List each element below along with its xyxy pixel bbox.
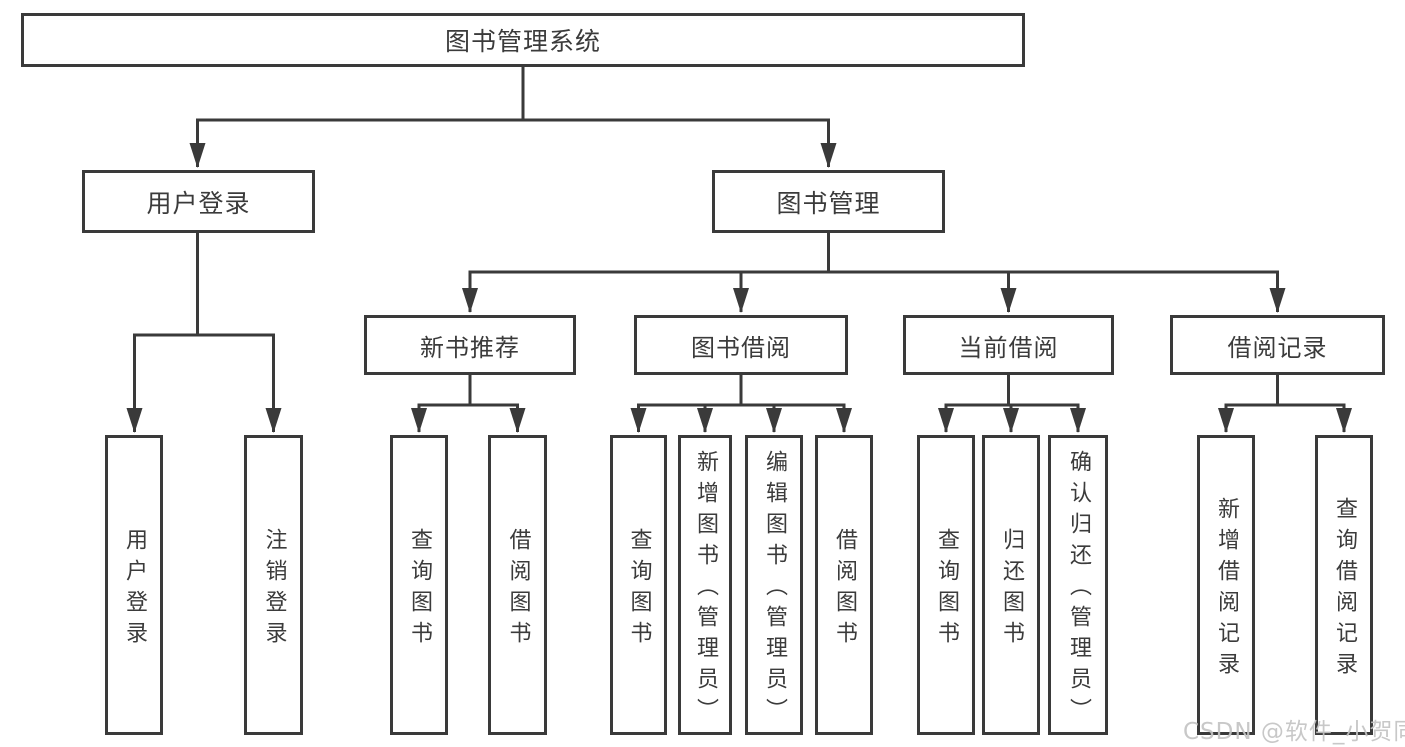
node-leaf-bb-borrow-books-label: 借阅图书 bbox=[832, 527, 857, 652]
node-leaf-bb-add-books-admin-label: 新增图书（管理员） bbox=[693, 450, 718, 729]
node-current-borrowing: 当前借阅 bbox=[903, 315, 1114, 375]
node-leaf-bb-borrow-books: 借阅图书 bbox=[815, 435, 873, 735]
node-leaf-cb-return-books: 归还图书 bbox=[982, 435, 1040, 735]
connector-user-login-to-leaves bbox=[126, 233, 282, 433]
node-leaf-br-add-record: 新增借阅记录 bbox=[1197, 435, 1255, 735]
connector-current-borrow-to-leaves bbox=[938, 375, 1086, 433]
connector-book-management-to-level3 bbox=[462, 233, 1286, 313]
node-leaf-bb-add-books-admin: 新增图书（管理员） bbox=[678, 435, 732, 735]
node-leaf-bb-edit-books-admin-label: 编辑图书（管理员） bbox=[762, 450, 787, 729]
connector-borrow-record-to-leaves bbox=[1218, 375, 1352, 433]
node-leaf-user-login: 用户登录 bbox=[105, 435, 163, 735]
node-leaf-br-query-record: 查询借阅记录 bbox=[1315, 435, 1373, 735]
connector-book-borrow-to-leaves bbox=[630, 375, 852, 433]
node-leaf-bb-query-books: 查询图书 bbox=[610, 435, 667, 735]
node-borrowing-records: 借阅记录 bbox=[1170, 315, 1385, 375]
node-leaf-nb-query-books-label: 查询图书 bbox=[407, 527, 432, 652]
node-leaf-br-query-record-label: 查询借阅记录 bbox=[1332, 496, 1357, 683]
node-leaf-logout-label: 注销登录 bbox=[261, 527, 287, 652]
connector-root-to-level2 bbox=[189, 67, 837, 168]
watermark: CSDN @软件_小贺同学 bbox=[1183, 719, 1405, 745]
node-leaf-bb-edit-books-admin: 编辑图书（管理员） bbox=[745, 435, 803, 735]
node-leaf-cb-return-books-label: 归还图书 bbox=[999, 527, 1024, 652]
node-leaf-nb-borrow-books: 借阅图书 bbox=[488, 435, 547, 735]
node-leaf-cb-confirm-return-admin-label: 确认归还（管理员） bbox=[1066, 450, 1091, 729]
node-leaf-nb-query-books: 查询图书 bbox=[390, 435, 448, 735]
node-root: 图书管理系统 bbox=[21, 13, 1025, 67]
node-leaf-cb-confirm-return-admin: 确认归还（管理员） bbox=[1048, 435, 1108, 735]
connector-new-book-to-leaves bbox=[411, 375, 526, 433]
node-user-login: 用户登录 bbox=[82, 170, 315, 233]
node-book-management: 图书管理 bbox=[712, 170, 945, 233]
node-leaf-user-login-label: 用户登录 bbox=[122, 527, 147, 652]
node-leaf-bb-query-books-label: 查询图书 bbox=[626, 527, 652, 652]
node-leaf-cb-query-books-label: 查询图书 bbox=[934, 527, 959, 652]
node-leaf-cb-query-books: 查询图书 bbox=[917, 435, 975, 735]
node-leaf-logout: 注销登录 bbox=[244, 435, 303, 735]
node-book-borrowing: 图书借阅 bbox=[634, 315, 848, 375]
node-leaf-br-add-record-label: 新增借阅记录 bbox=[1214, 496, 1239, 683]
node-new-book-recommendation: 新书推荐 bbox=[364, 315, 576, 375]
node-leaf-nb-borrow-books-label: 借阅图书 bbox=[505, 527, 531, 652]
